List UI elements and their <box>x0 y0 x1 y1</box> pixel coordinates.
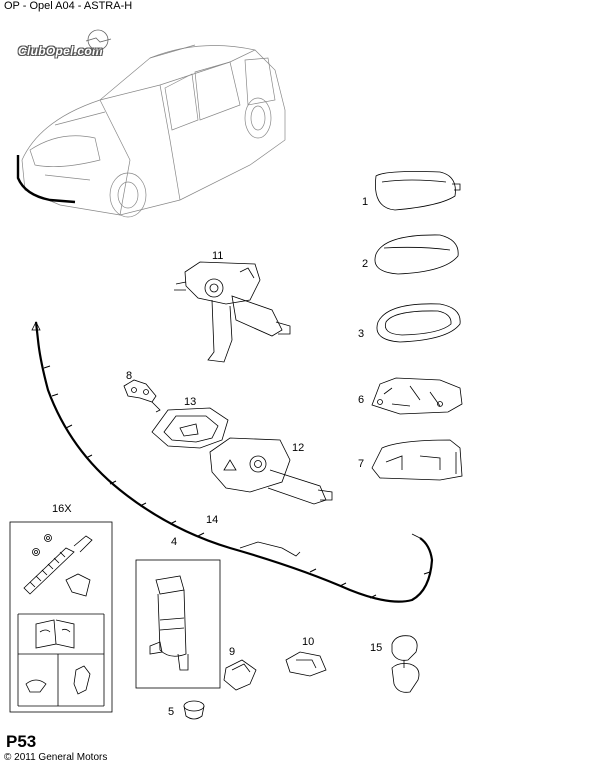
part-14-hose <box>31 321 434 603</box>
part-8-connector <box>123 379 161 413</box>
callout-16x: 16X <box>52 503 72 515</box>
box-4-pump <box>135 559 221 689</box>
callout-15: 15 <box>370 642 383 654</box>
box-16x <box>9 521 113 713</box>
callout-10: 10 <box>302 636 315 648</box>
callout-6: 6 <box>358 394 365 406</box>
callout-2: 2 <box>362 258 369 270</box>
part-10-clip <box>285 651 327 677</box>
callout-5: 5 <box>168 706 175 718</box>
callout-11: 11 <box>212 250 224 262</box>
callout-8: 8 <box>126 370 133 382</box>
part-3-gasket <box>376 303 461 343</box>
opel-logo-icon <box>85 29 112 51</box>
part-5-grommet <box>183 700 205 720</box>
part-15-clamp <box>391 635 420 693</box>
callout-1: 1 <box>362 196 369 208</box>
part-9-clip <box>223 659 257 691</box>
part-2-cover <box>374 234 459 275</box>
car-illustration <box>21 44 286 218</box>
part-6-bracket <box>371 377 463 415</box>
callout-9: 9 <box>229 646 236 658</box>
callout-3: 3 <box>358 328 365 340</box>
part-7-housing <box>371 439 463 481</box>
club-opel-logo: ClubOpel.com <box>18 44 103 58</box>
part-13-bracket <box>151 407 229 449</box>
part-1-cover <box>375 171 461 211</box>
page-code: P53 <box>6 732 37 751</box>
callout-12: 12 <box>292 442 305 454</box>
callout-7: 7 <box>358 458 365 470</box>
callout-4: 4 <box>171 536 178 548</box>
copyright: © 2011 General Motors <box>4 752 108 763</box>
callout-14: 14 <box>206 514 219 526</box>
callout-13: 13 <box>184 396 197 408</box>
part-12-actuator <box>209 437 333 505</box>
hose-clips <box>43 365 431 599</box>
header-title: OP - Opel A04 - ASTRA-H <box>4 0 133 12</box>
part-11-actuator <box>174 261 291 363</box>
